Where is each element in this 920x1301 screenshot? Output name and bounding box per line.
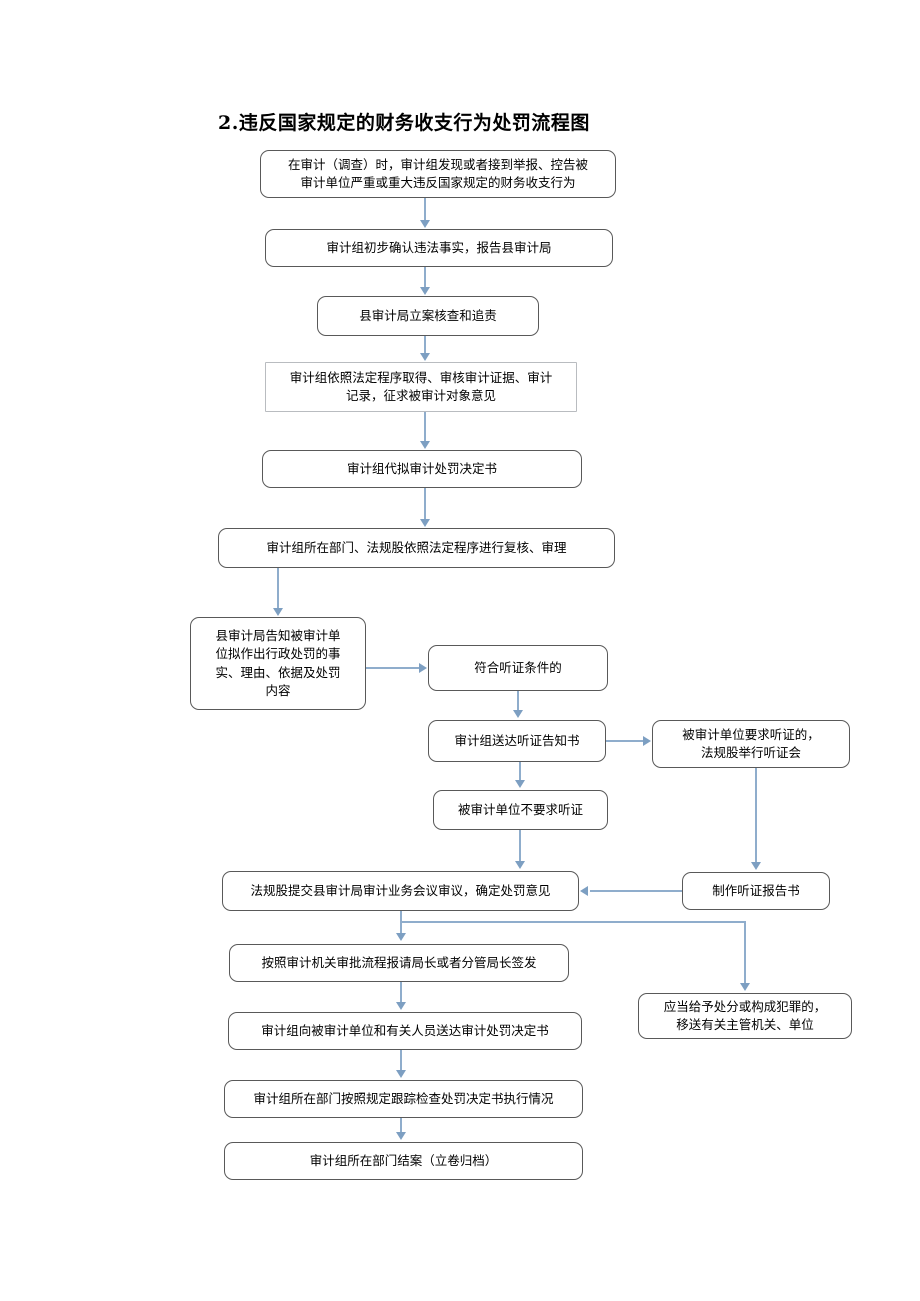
connector-n4-n5 (424, 412, 426, 442)
node-label: 符合听证条件的 (474, 659, 562, 675)
node-label: 审计组所在部门结案（立卷归档） (309, 1152, 498, 1168)
node-review-and-trial: 审计组所在部门、法规股依照法定程序进行复核、审理 (218, 528, 615, 568)
node-label: 制作听证报告书 (712, 882, 800, 898)
arrowhead-n9-n11 (515, 780, 525, 788)
arrowhead-n7-n8 (419, 663, 427, 673)
node-case-filing: 县审计局立案核查和追责 (317, 296, 539, 336)
connector-n11-n12 (519, 830, 521, 862)
node-preliminary-confirmation: 审计组初步确认违法事实，报告县审计局 (265, 229, 613, 267)
node-hearing-not-requested: 被审计单位不要求听证 (433, 790, 608, 830)
page-title: 2.违反国家规定的财务收支行为处罚流程图 (218, 112, 590, 134)
arrowhead-n3-n4 (420, 353, 430, 361)
connector-n8-n9 (517, 691, 519, 711)
arrowhead-n14-n15 (396, 1002, 406, 1010)
connector-n5-n6 (424, 488, 426, 520)
arrowhead-n2-n3 (420, 287, 430, 295)
node-label: 审计组送达听证告知书 (454, 732, 580, 748)
connector-n3-n4 (424, 336, 426, 354)
arrowhead-n13-n12 (580, 886, 588, 896)
connector-n17-n18 (400, 1118, 402, 1133)
node-draft-penalty-decision: 审计组代拟审计处罚决定书 (262, 450, 582, 488)
arrowhead-n9-n10 (643, 736, 651, 746)
node-business-meeting-review: 法规股提交县审计局审计业务会议审议，确定处罚意见 (222, 871, 579, 911)
arrowhead-n8-n9 (513, 710, 523, 718)
node-label: 法规股提交县审计局审计业务会议审议，确定处罚意见 (250, 882, 551, 898)
arrowhead-n12-n16 (740, 983, 750, 991)
node-label: 审计组初步确认违法事实，报告县审计局 (326, 239, 552, 255)
arrowhead-n10-n13 (751, 862, 761, 870)
node-followup-inspection: 审计组所在部门按照规定跟踪检查处罚决定书执行情况 (224, 1080, 583, 1118)
node-label: 审计组依照法定程序取得、审核审计证据、审计 记录，征求被审计对象意见 (289, 369, 553, 403)
node-deliver-penalty-decision: 审计组向被审计单位和有关人员送达审计处罚决定书 (228, 1012, 582, 1050)
node-deliver-hearing-notice: 审计组送达听证告知书 (428, 720, 606, 762)
node-audit-discovery: 在审计（调查）时，审计组发现或者接到举报、控告被 审计单位严重或重大违反国家规定… (260, 150, 616, 198)
arrowhead-n15-n17 (396, 1070, 406, 1078)
connector-n9-n11 (519, 762, 521, 780)
node-label: 县审计局立案核查和追责 (359, 307, 497, 323)
node-label: 县审计局告知被审计单 位拟作出行政处罚的事 实、理由、依据及处罚 内容 (215, 628, 341, 698)
connector-n12-n16-vertical (744, 921, 746, 984)
node-case-closure: 审计组所在部门结案（立卷归档） (224, 1142, 583, 1180)
node-label: 按照审计机关审批流程报请局长或者分管局长签发 (261, 954, 537, 970)
arrowhead-n4-n5 (420, 441, 430, 449)
node-transfer-to-authority: 应当给予处分或构成犯罪的， 移送有关主管机关、单位 (638, 993, 852, 1039)
node-evidence-collection: 审计组依照法定程序取得、审核审计证据、审计 记录，征求被审计对象意见 (265, 362, 577, 412)
node-director-signoff: 按照审计机关审批流程报请局长或者分管局长签发 (229, 944, 569, 982)
connector-n13-n12 (590, 890, 682, 892)
connector-n12-n16-horizontal (400, 921, 745, 923)
arrowhead-n17-n18 (396, 1132, 406, 1140)
arrowhead-n1-n2 (420, 220, 430, 228)
arrowhead-n6-n7 (273, 608, 283, 616)
connector-n7-n8 (366, 667, 420, 669)
node-hearing-report: 制作听证报告书 (682, 872, 830, 910)
node-notify-audited-unit: 县审计局告知被审计单 位拟作出行政处罚的事 实、理由、依据及处罚 内容 (190, 617, 366, 710)
node-label: 审计组向被审计单位和有关人员送达审计处罚决定书 (261, 1022, 549, 1038)
arrowhead-n12-n14 (396, 933, 406, 941)
connector-n15-n17 (400, 1050, 402, 1071)
node-label: 在审计（调查）时，审计组发现或者接到举报、控告被 审计单位严重或重大违反国家规定… (287, 156, 588, 190)
arrowhead-n5-n6 (420, 519, 430, 527)
arrowhead-n11-n12 (515, 861, 525, 869)
node-label: 审计组所在部门、法规股依照法定程序进行复核、审理 (266, 539, 567, 555)
node-hearing-requested: 被审计单位要求听证的， 法规股举行听证会 (652, 720, 850, 768)
node-label: 审计组代拟审计处罚决定书 (346, 460, 497, 476)
node-label: 审计组所在部门按照规定跟踪检查处罚决定书执行情况 (253, 1090, 554, 1106)
connector-n2-n3 (424, 267, 426, 288)
node-label: 被审计单位不要求听证 (457, 801, 583, 817)
node-hearing-conditions-met: 符合听证条件的 (428, 645, 608, 691)
connector-n10-n13 (755, 768, 757, 863)
connector-n9-n10 (606, 740, 644, 742)
connector-n14-n15 (400, 982, 402, 1003)
connector-n6-n7 (277, 568, 279, 609)
node-label: 应当给予处分或构成犯罪的， 移送有关主管机关、单位 (663, 998, 827, 1032)
connector-n1-n2 (424, 198, 426, 221)
node-label: 被审计单位要求听证的， 法规股举行听证会 (682, 726, 820, 760)
